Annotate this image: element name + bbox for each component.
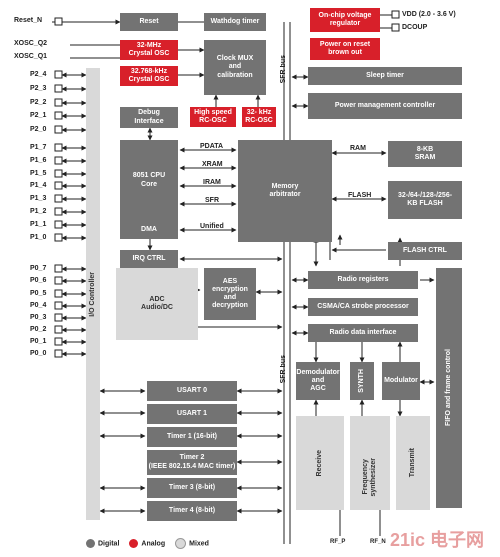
pin-p1-6: P1_6 bbox=[30, 157, 47, 164]
timer2-block: Timer 2 (IEEE 802.15.4 MAC timer) bbox=[147, 450, 237, 475]
io-controller-block: I/O Controller bbox=[86, 68, 100, 520]
pin-xosc-q1: XOSC_Q1 bbox=[14, 53, 48, 60]
mixed-swatch-icon bbox=[175, 538, 187, 549]
watermark-logo: 21ic 电子网 bbox=[390, 530, 485, 550]
irq-ctrl-block: IRQ CTRL bbox=[120, 250, 178, 268]
adc-block: ADC Audio/DC bbox=[116, 268, 198, 340]
iram-label: IRAM bbox=[203, 179, 221, 186]
pin-p0-1: P0_1 bbox=[30, 338, 47, 345]
transmit-block: Transmit bbox=[396, 416, 430, 510]
rc-osc-32khz-block: 32- kHz RC-OSC bbox=[242, 107, 276, 127]
debug-interface-block: Debug Interface bbox=[120, 107, 178, 128]
watchdog-timer-block: Wathdog timer bbox=[204, 13, 266, 31]
legend-mixed: Mixed bbox=[175, 538, 209, 549]
receive-block: Receive bbox=[296, 416, 344, 510]
legend: Digital Analog Mixed bbox=[86, 538, 209, 549]
sfr-label: SFR bbox=[205, 197, 219, 204]
pin-p0-7: P0_7 bbox=[30, 265, 47, 272]
modulator-block: Modulator bbox=[382, 362, 420, 400]
cpu-core-block: 8051 CPU Core bbox=[120, 140, 178, 221]
aes-block: AES encryption and decryption bbox=[204, 268, 256, 320]
unified-label: Unified bbox=[200, 223, 224, 230]
pin-p0-2: P0_2 bbox=[30, 326, 47, 333]
pin-p2-2: P2_2 bbox=[30, 99, 47, 106]
pdata-label: PDATA bbox=[200, 143, 224, 150]
receive-label: Receive bbox=[315, 449, 323, 477]
pin-p2-1: P2_1 bbox=[30, 112, 47, 119]
rf-p-label: RF_P bbox=[330, 539, 346, 545]
pin-p2-0: P2_0 bbox=[30, 126, 47, 133]
sfr-bus-label-top: SFR bus bbox=[280, 55, 287, 84]
synth-label: SYNTH bbox=[357, 369, 365, 393]
pin-p0-0: P0_0 bbox=[30, 350, 47, 357]
pin-p1-3: P1_3 bbox=[30, 195, 47, 202]
crystal-osc-32mhz-block: 32-MHz Crystal OSC bbox=[120, 40, 178, 60]
pin-squares bbox=[54, 10, 400, 358]
legend-analog: Analog bbox=[129, 539, 165, 548]
flash-label: FLASH bbox=[348, 192, 372, 199]
pin-p1-5: P1_5 bbox=[30, 170, 47, 177]
radio-data-interface-block: Radio data interface bbox=[308, 324, 418, 342]
synth-block: SYNTH bbox=[350, 362, 374, 400]
pin-p0-5: P0_5 bbox=[30, 290, 47, 297]
pin-p2-4: P2_4 bbox=[30, 71, 47, 78]
crystal-osc-32khz-block: 32.768-kHz Crystal OSC bbox=[120, 66, 178, 86]
pin-p1-1: P1_1 bbox=[30, 221, 47, 228]
fifo-frame-control-label: FIFO and frame control bbox=[444, 349, 452, 427]
dma-block: DMA bbox=[120, 221, 178, 239]
fifo-frame-control-block: FIFO and frame control bbox=[436, 268, 462, 508]
vdd-label: VDD (2.0 - 3.6 V) bbox=[402, 11, 456, 18]
high-speed-rc-osc-block: High speed RC-OSC bbox=[190, 107, 236, 127]
clock-mux-block: Clock MUX and calibration bbox=[204, 40, 266, 95]
reset-block: Reset bbox=[120, 13, 178, 31]
pin-p0-3: P0_3 bbox=[30, 314, 47, 321]
power-on-reset-block: Power on reset brown out bbox=[310, 38, 380, 60]
digital-swatch-icon bbox=[86, 539, 95, 548]
usart0-block: USART 0 bbox=[147, 381, 237, 401]
rf-n-label: RF_N bbox=[370, 539, 386, 545]
demodulator-block: Demodulator and AGC bbox=[296, 362, 340, 400]
timer3-block: Timer 3 (8-bit) bbox=[147, 478, 237, 498]
ram-label: RAM bbox=[350, 145, 366, 152]
power-management-controller-block: Power management controller bbox=[308, 93, 462, 119]
pin-p1-2: P1_2 bbox=[30, 208, 47, 215]
pin-p2-3: P2_3 bbox=[30, 85, 47, 92]
frequency-synthesizer-label: Frequency synthesizer bbox=[361, 457, 377, 497]
radio-registers-block: Radio registers bbox=[308, 271, 418, 289]
pin-p1-4: P1_4 bbox=[30, 182, 47, 189]
sleep-timer-block: Sleep timer bbox=[308, 67, 462, 85]
pin-p0-6: P0_6 bbox=[30, 277, 47, 284]
pin-xosc-q2: XOSC_Q2 bbox=[14, 40, 48, 47]
frequency-synthesizer-block: Frequency synthesizer bbox=[350, 416, 390, 510]
voltage-regulator-block: On-chip voltage regulator bbox=[310, 8, 380, 32]
pin-p1-7: P1_7 bbox=[30, 144, 47, 151]
port-pin-lines bbox=[61, 72, 87, 357]
transmit-label: Transmit bbox=[408, 448, 416, 478]
dcoup-label: DCOUP bbox=[402, 24, 428, 31]
pin-reset-n: Reset_N bbox=[14, 17, 43, 24]
timer1-block: Timer 1 (16-bit) bbox=[147, 427, 237, 447]
analog-swatch-icon bbox=[129, 539, 139, 548]
io-controller-label: I/O Controller bbox=[88, 271, 96, 317]
sfr-bus-lines bbox=[283, 22, 291, 544]
legend-digital: Digital bbox=[86, 539, 119, 548]
xram-label: XRAM bbox=[202, 161, 223, 168]
memory-arbitrator-block: Memory arbitrator bbox=[238, 140, 332, 242]
usart1-block: USART 1 bbox=[147, 404, 237, 424]
csma-ca-block: CSMA/CA strobe processor bbox=[308, 298, 418, 316]
timer4-block: Timer 4 (8-bit) bbox=[147, 501, 237, 521]
pin-p0-4: P0_4 bbox=[30, 302, 47, 309]
sram-block: 8-KB SRAM bbox=[388, 141, 462, 167]
flash-ctrl-block: FLASH CTRL bbox=[388, 242, 462, 260]
pin-p1-0: P1_0 bbox=[30, 234, 47, 241]
sfr-bus-label-bottom: SFR bus bbox=[280, 355, 287, 384]
flash-memory-block: 32-/64-/128-/256- KB FLASH bbox=[388, 181, 462, 219]
